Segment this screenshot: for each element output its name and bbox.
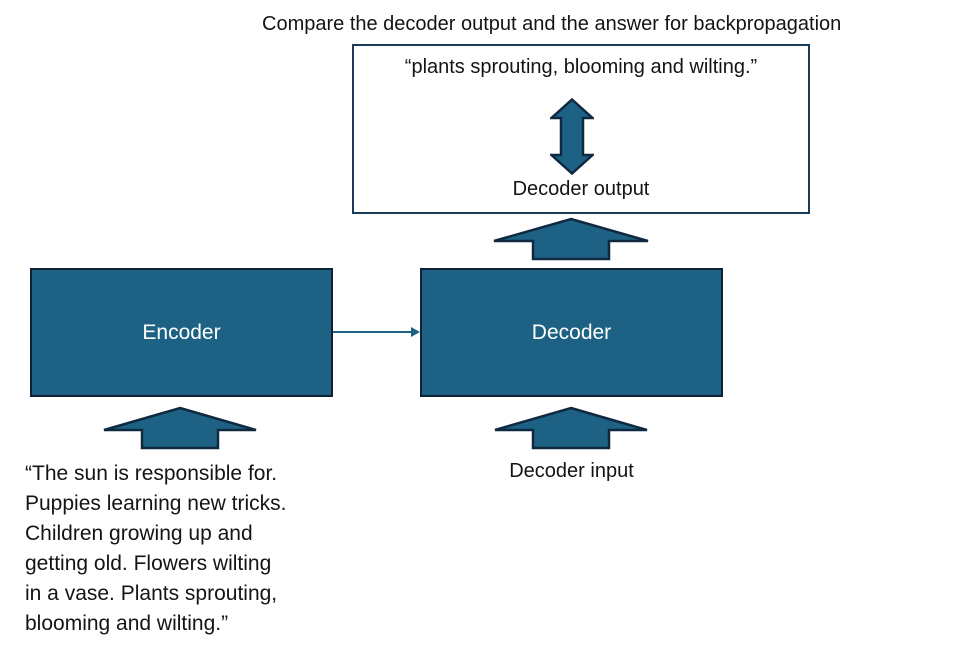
encoder-box: Encoder (30, 268, 333, 397)
answer-text: “plants sprouting, blooming and wilting.… (404, 56, 758, 78)
up-arrow-icon-encoder-input (103, 406, 257, 450)
encoder-input-text: “The sun is responsible for. Puppies lea… (25, 462, 287, 635)
comparison-panel: “plants sprouting, blooming and wilting.… (352, 44, 810, 214)
decoder-box: Decoder (420, 268, 723, 397)
diagram-title: Compare the decoder output and the answe… (262, 13, 842, 35)
up-arrow-icon-decoder-to-panel (493, 217, 649, 261)
decoder-output-label: Decoder output (512, 178, 650, 200)
encoder-label: Encoder (142, 320, 221, 344)
decoder-input-label: Decoder input (509, 460, 634, 482)
up-arrow-icon-decoder-input (494, 406, 648, 450)
double-vertical-arrow-icon (550, 98, 594, 175)
right-arrow-connector-icon (333, 327, 420, 337)
decoder-label: Decoder (531, 320, 612, 344)
